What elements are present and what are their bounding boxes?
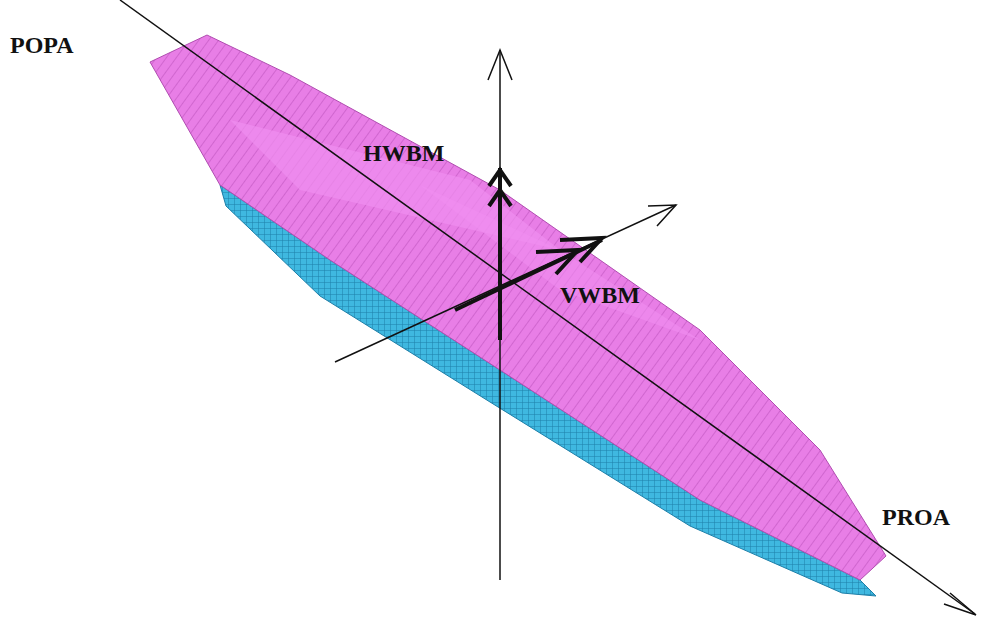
longitudinal-axis [120,0,975,614]
double-arrowhead [536,238,602,274]
axis-label: VWBM [560,282,640,308]
double-arrowhead [489,170,511,206]
transverse-axis [335,205,676,362]
axis-label: PROA [882,504,950,530]
axis-label: HWBM [363,140,444,166]
axis-arrowhead [488,50,512,80]
axis-label: POPA [10,32,74,58]
axis-arrowhead [648,205,676,226]
vertical-axis [499,50,501,580]
axis-arrowhead [944,593,976,615]
deck [150,35,886,580]
